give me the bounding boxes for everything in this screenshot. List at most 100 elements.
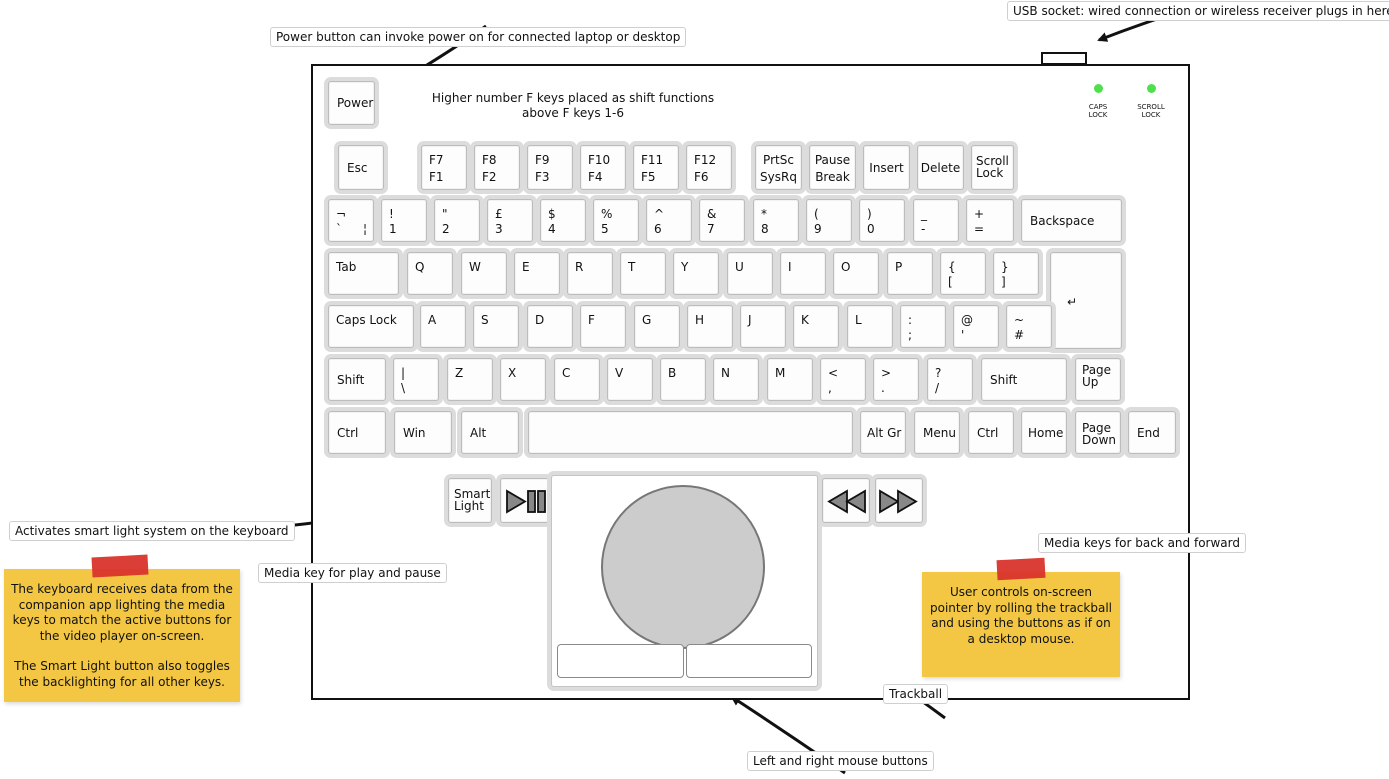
left-shift-key[interactable]: Shift xyxy=(328,358,386,401)
smart-light-callout: Activates smart light system on the keyb… xyxy=(9,521,295,541)
usb-arrow xyxy=(1097,16,1161,42)
backspace-key[interactable]: Backspace xyxy=(1021,199,1122,242)
period-key[interactable]: >. xyxy=(873,358,919,401)
key-h[interactable]: H xyxy=(687,305,733,348)
right-mouse-button[interactable] xyxy=(686,644,812,678)
alt-gr-key[interactable]: Alt Gr xyxy=(860,411,906,454)
key-n[interactable]: N xyxy=(713,358,759,401)
key-f[interactable]: F xyxy=(580,305,626,348)
key-5[interactable]: %5 xyxy=(593,199,639,242)
note-tape xyxy=(996,557,1046,581)
key-g[interactable]: G xyxy=(634,305,680,348)
smart-light-note: The keyboard receives data from the comp… xyxy=(4,569,240,702)
key-6[interactable]: ^6 xyxy=(646,199,692,242)
key-l[interactable]: L xyxy=(847,305,893,348)
delete-key[interactable]: Delete xyxy=(917,145,964,190)
alt-key[interactable]: Alt xyxy=(461,411,519,454)
key-e[interactable]: E xyxy=(514,252,560,295)
fast-forward-icon xyxy=(879,489,918,514)
hash-key[interactable]: ~# xyxy=(1006,305,1052,348)
key-2[interactable]: "2 xyxy=(434,199,480,242)
rewind-key[interactable] xyxy=(822,478,870,523)
key-y[interactable]: Y xyxy=(673,252,719,295)
left-ctrl-key[interactable]: Ctrl xyxy=(328,411,386,454)
key-0[interactable]: )0 xyxy=(859,199,905,242)
scroll-lock-led xyxy=(1147,84,1156,93)
key-r[interactable]: R xyxy=(567,252,613,295)
key-8[interactable]: *8 xyxy=(753,199,799,242)
usb-callout: USB socket: wired connection or wireless… xyxy=(1007,1,1389,21)
tab-key[interactable]: Tab xyxy=(328,252,399,295)
equals-key[interactable]: += xyxy=(966,199,1014,242)
key-i[interactable]: I xyxy=(780,252,826,295)
key-j[interactable]: J xyxy=(740,305,786,348)
play-pause-icon xyxy=(506,489,546,514)
comma-key[interactable]: <, xyxy=(820,358,866,401)
caps-lock-key[interactable]: Caps Lock xyxy=(328,305,414,348)
end-key[interactable]: End xyxy=(1128,411,1176,454)
right-brace-key[interactable]: }] xyxy=(993,252,1039,295)
f-keys-annotation: Higher number F keys placed as shift fun… xyxy=(431,91,715,120)
key-x[interactable]: X xyxy=(500,358,546,401)
key-k[interactable]: K xyxy=(793,305,839,348)
right-shift-key[interactable]: Shift xyxy=(981,358,1067,401)
key-o[interactable]: O xyxy=(833,252,879,295)
key-d[interactable]: D xyxy=(527,305,573,348)
play-pause-key[interactable] xyxy=(500,478,549,523)
key-3[interactable]: £3 xyxy=(487,199,533,242)
key-t[interactable]: T xyxy=(620,252,666,295)
left-mouse-button[interactable] xyxy=(557,644,684,678)
trackball-callout: Trackball xyxy=(883,684,949,704)
minus-key[interactable]: _- xyxy=(913,199,959,242)
key-w[interactable]: W xyxy=(461,252,507,295)
menu-key[interactable]: Menu xyxy=(914,411,960,454)
insert-key[interactable]: Insert xyxy=(863,145,910,190)
win-key[interactable]: Win xyxy=(394,411,452,454)
key-9[interactable]: (9 xyxy=(806,199,852,242)
key-c[interactable]: C xyxy=(554,358,600,401)
key-v[interactable]: V xyxy=(607,358,653,401)
mouse-buttons-callout: Left and right mouse buttons xyxy=(747,751,934,771)
power-callout: Power button can invoke power on for con… xyxy=(270,27,687,47)
quote-key[interactable]: @' xyxy=(953,305,999,348)
key-4[interactable]: $4 xyxy=(540,199,586,242)
enter-key[interactable]: ↵ xyxy=(1050,252,1122,349)
key-s[interactable]: S xyxy=(473,305,519,348)
home-key[interactable]: Home xyxy=(1021,411,1067,454)
trackball[interactable] xyxy=(601,485,765,649)
grave-key[interactable]: ¬`¦ xyxy=(328,199,374,242)
key-m[interactable]: M xyxy=(767,358,813,401)
spacebar[interactable] xyxy=(528,411,853,454)
key-z[interactable]: Z xyxy=(447,358,493,401)
key-u[interactable]: U xyxy=(727,252,773,295)
esc-key[interactable]: Esc xyxy=(338,145,384,190)
key-b[interactable]: B xyxy=(660,358,706,401)
slash-key[interactable]: ?/ xyxy=(927,358,973,401)
key-1[interactable]: !1 xyxy=(381,199,427,242)
right-ctrl-key[interactable]: Ctrl xyxy=(968,411,1014,454)
key-q[interactable]: Q xyxy=(407,252,453,295)
fast-forward-key[interactable] xyxy=(875,478,923,523)
semicolon-key[interactable]: :; xyxy=(900,305,946,348)
left-brace-key[interactable]: {[ xyxy=(940,252,986,295)
backslash-key[interactable]: |\ xyxy=(393,358,439,401)
play-pause-callout: Media key for play and pause xyxy=(258,563,447,583)
key-p[interactable]: P xyxy=(887,252,933,295)
power-key[interactable]: Power xyxy=(328,81,375,125)
key-7[interactable]: &7 xyxy=(699,199,745,242)
key-a[interactable]: A xyxy=(420,305,466,348)
trackball-note: User controls on-screen pointer by rolli… xyxy=(922,572,1120,677)
